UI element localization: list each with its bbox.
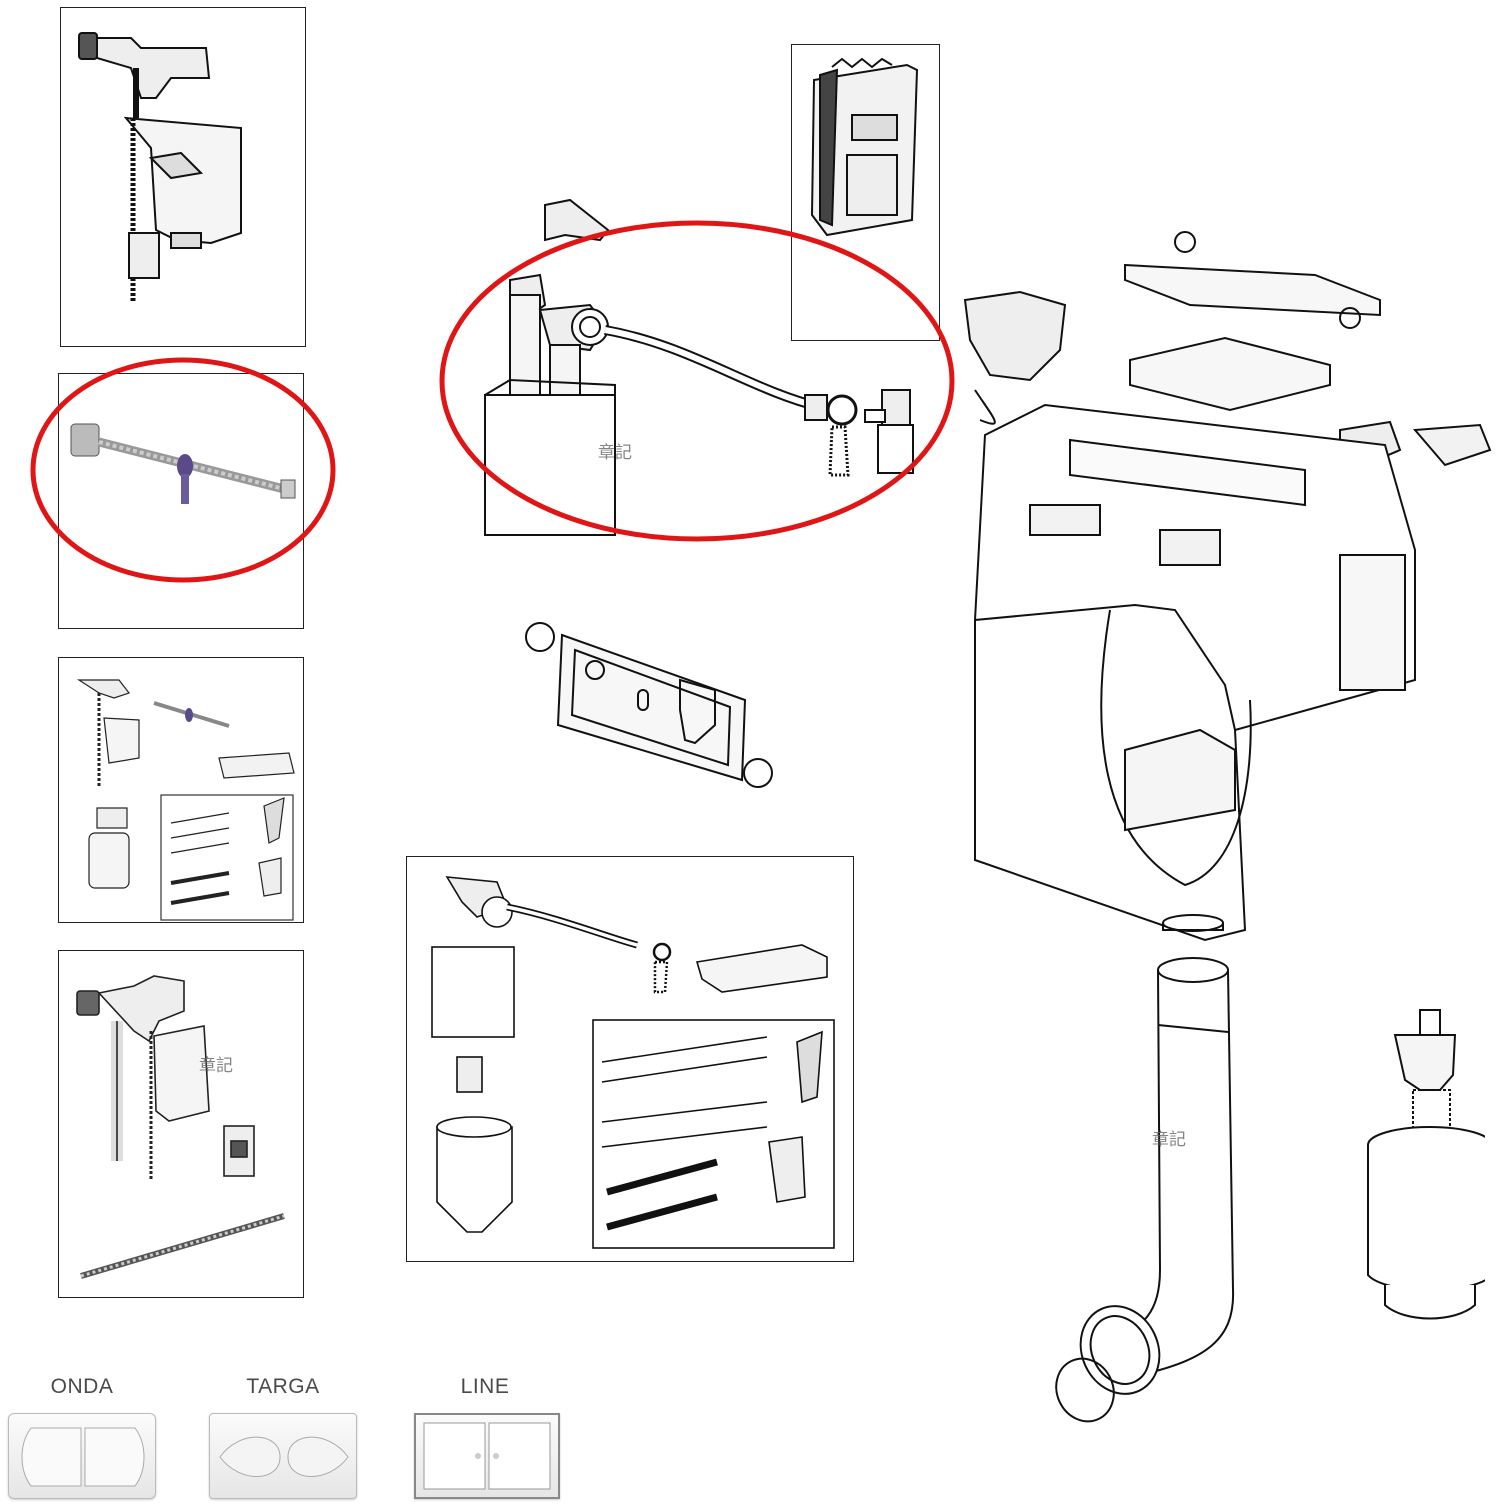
plate-label-line: LINE: [460, 1375, 510, 1398]
cistern-icon: [963, 231, 1492, 1423]
panel-full-kit[interactable]: [406, 856, 854, 1262]
watermark: 章記: [598, 443, 632, 463]
plate-onda-buttons: [21, 1427, 145, 1487]
fill-valve-icon: [78, 32, 242, 303]
fill-valve-alt-icon: [76, 975, 285, 1279]
flexible-hose-icon: [70, 423, 296, 504]
watermark: 章記: [1152, 1130, 1186, 1150]
panel-flexible-hose[interactable]: [58, 373, 304, 629]
plate-line[interactable]: [414, 1413, 560, 1499]
panel-fill-valve[interactable]: [60, 7, 306, 347]
plate-label-targa: TARGA: [246, 1375, 320, 1398]
panel-kit-overview[interactable]: [58, 657, 304, 923]
plate-label-onda: ONDA: [50, 1375, 114, 1398]
full-kit-art: [431, 876, 835, 1249]
mounting-frame-icon: [525, 622, 773, 788]
panel-fill-valve-alt[interactable]: 章記: [58, 950, 304, 1298]
plate-targa[interactable]: [209, 1413, 357, 1499]
plate-onda[interactable]: [8, 1413, 156, 1499]
watermark: 章記: [199, 1056, 233, 1076]
kit-overview-art: [76, 679, 295, 921]
plate-line-buttons: [423, 1422, 551, 1490]
fill-valve-with-hose-icon: [484, 198, 914, 536]
flush-valve-icon: [1367, 1009, 1485, 1320]
plate-targa-buttons: [219, 1436, 349, 1477]
